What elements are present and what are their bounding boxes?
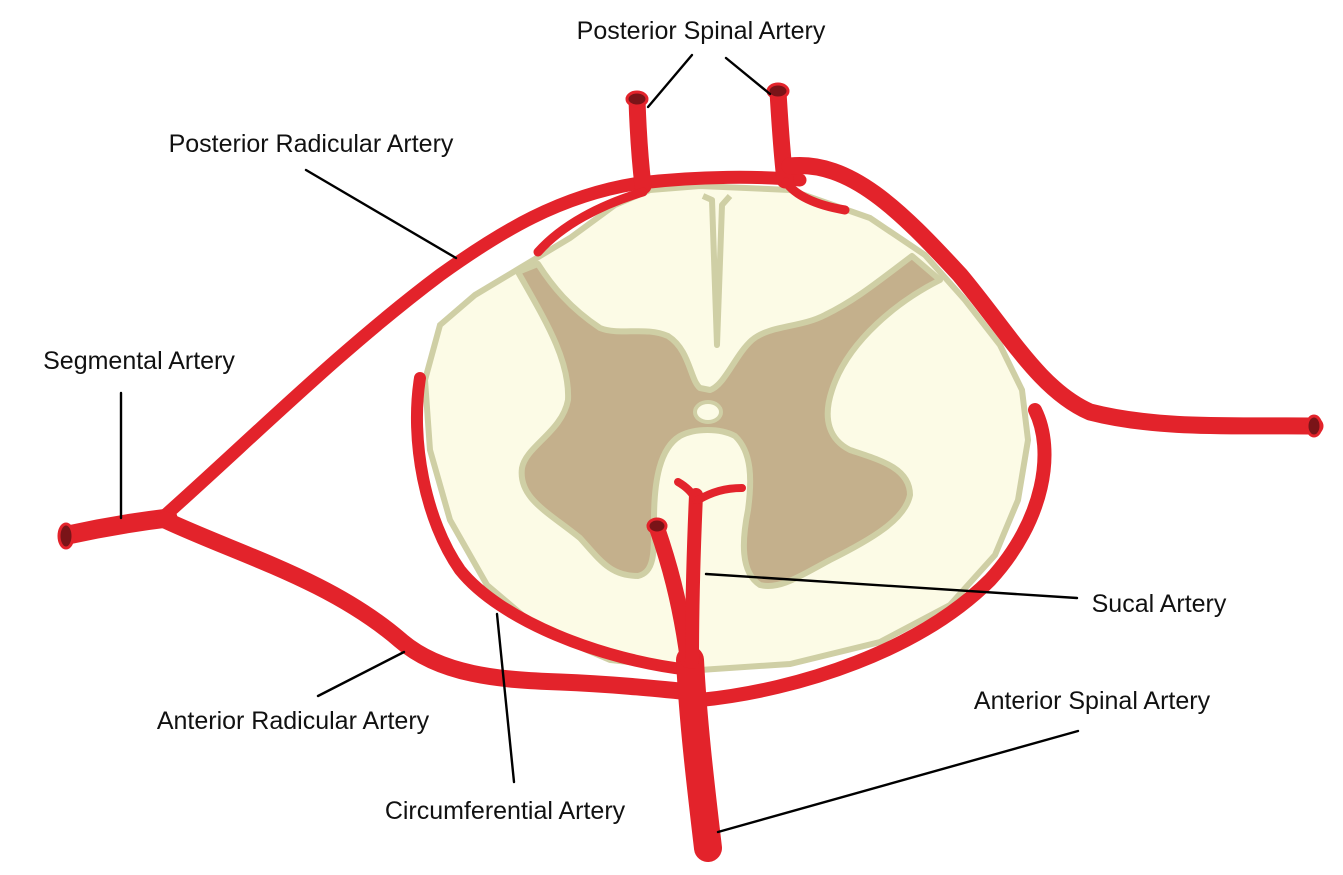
- posterior-median-septum: [701, 193, 733, 348]
- label-posterior-radicular-artery: Posterior Radicular Artery: [169, 130, 454, 158]
- posterior-spinal-branch-right: [781, 177, 850, 215]
- posterior-spinal-left-opening: [625, 90, 649, 108]
- leader-anterior-spinal: [716, 729, 1080, 834]
- posterior-spinal-right-opening: [766, 82, 790, 100]
- leader-posterior-spinal-left: [646, 53, 694, 109]
- label-sucal-artery: Sucal Artery: [1092, 590, 1227, 618]
- circumferential-artery-left: [410, 372, 696, 676]
- posterior-spinal-branch-left: [533, 187, 648, 257]
- arteries: [58, 83, 1324, 862]
- right-radicular-opening: [1305, 414, 1323, 438]
- posterior-spinal-artery-right: [769, 83, 794, 189]
- posterior-spinal-artery-left: [628, 91, 652, 195]
- sucal-artery-fork-right: [694, 484, 746, 504]
- anterior-radicular-artery: [156, 511, 699, 701]
- central-canal: [693, 400, 723, 424]
- right-radicular-artery: [781, 157, 1324, 435]
- leader-posterior-spinal-right: [724, 56, 772, 96]
- leader-sucal: [704, 572, 1079, 600]
- leader-posterior-radicular: [304, 168, 458, 260]
- segmental-artery: [58, 508, 178, 545]
- spinal-cord-section: [421, 182, 1032, 674]
- gray-matter: [515, 253, 943, 589]
- anterior-spinal-artery: [676, 646, 722, 862]
- vessel-openings: [57, 82, 1323, 550]
- segmental-artery-opening: [57, 522, 75, 550]
- label-segmental-artery: Segmental Artery: [43, 347, 235, 375]
- label-anterior-radicular-artery: Anterior Radicular Artery: [157, 707, 430, 735]
- label-posterior-spinal-artery: Posterior Spinal Artery: [577, 17, 826, 45]
- leader-lines: [119, 53, 1080, 834]
- sucal-artery-opening: [646, 517, 668, 535]
- posterior-radicular-artery: [153, 170, 807, 527]
- sucal-artery-right-branch: [685, 488, 703, 669]
- leader-anterior-radicular: [316, 650, 406, 698]
- label-circumferential-artery: Circumferential Artery: [385, 797, 626, 825]
- labels: Posterior Spinal Artery Posterior Radicu…: [43, 17, 1227, 825]
- leader-circumferential: [495, 612, 516, 784]
- label-anterior-spinal-artery: Anterior Spinal Artery: [974, 687, 1211, 715]
